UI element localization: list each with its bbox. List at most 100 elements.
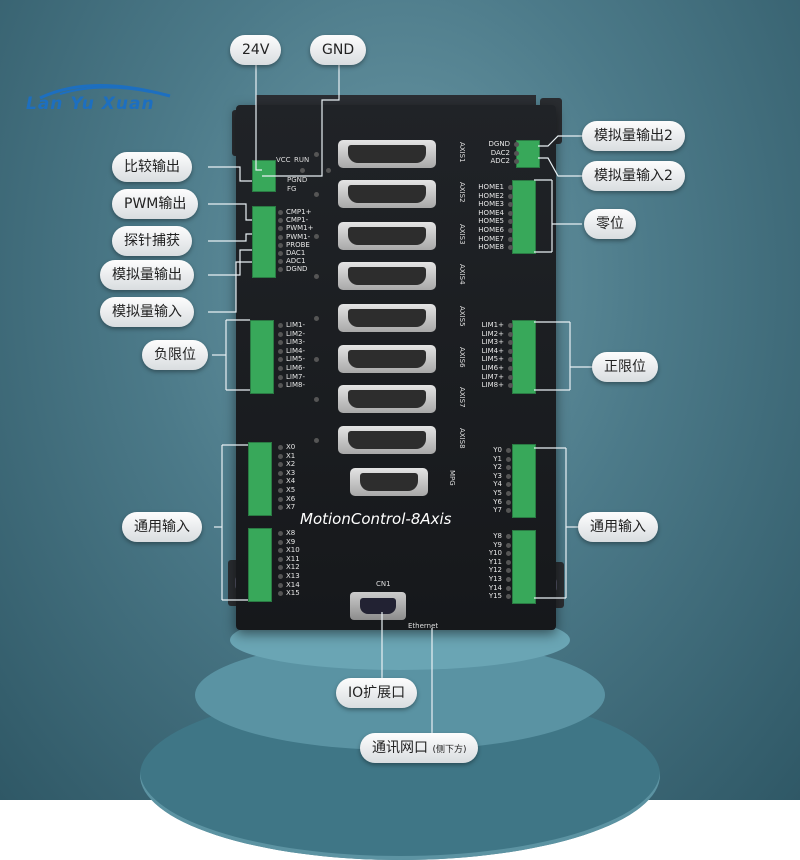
callout-probe-capture: 探针捕获 bbox=[112, 226, 192, 256]
pin-led bbox=[278, 488, 283, 493]
pin-label: X12 bbox=[286, 563, 300, 572]
x-input-terminal-a bbox=[248, 442, 272, 516]
axis-connector[interactable] bbox=[338, 304, 436, 332]
pin-led bbox=[508, 374, 513, 380]
callout-lines bbox=[208, 64, 592, 738]
pin-led bbox=[508, 228, 513, 233]
pin-label: LIM3- bbox=[286, 338, 305, 347]
pin-led bbox=[508, 340, 513, 346]
pin-label: LIM6- bbox=[286, 364, 305, 372]
pin-led bbox=[278, 374, 283, 380]
pin-label: DAC1 bbox=[286, 249, 306, 257]
callout-analog-input: 模拟量输入 bbox=[100, 297, 194, 327]
cn1-io-port[interactable] bbox=[350, 592, 406, 620]
logo-text: Lan Yu Xuan bbox=[26, 94, 155, 114]
pin-label: Y5 bbox=[493, 489, 502, 497]
pin-led bbox=[278, 323, 283, 328]
axis-connector[interactable] bbox=[338, 262, 436, 290]
pin-label: LIM1- bbox=[286, 321, 305, 329]
pin-led bbox=[506, 568, 511, 574]
pin-led bbox=[278, 556, 283, 562]
callout-positive-limit: 正限位 bbox=[592, 352, 658, 382]
pin-label: X6 bbox=[286, 494, 296, 503]
pin-led bbox=[514, 159, 519, 164]
status-led bbox=[326, 168, 331, 173]
pin-led bbox=[506, 542, 511, 548]
logo-swoosh-icon bbox=[39, 84, 171, 100]
pin-led bbox=[506, 491, 511, 496]
pin-label: DGND bbox=[488, 140, 510, 148]
pin-label: Y4 bbox=[493, 480, 502, 489]
pin-label: LIM2- bbox=[286, 329, 305, 338]
pin-label: Y8 bbox=[493, 532, 502, 540]
pin-led bbox=[278, 226, 283, 232]
pin-label: Y1 bbox=[493, 454, 502, 463]
pin-label: HOME3 bbox=[478, 200, 504, 209]
brand-logo: Lan Yu Xuan bbox=[20, 80, 180, 120]
pin-label: X4 bbox=[286, 477, 296, 486]
neg-limit-terminal bbox=[250, 320, 274, 394]
pin-led bbox=[278, 462, 283, 468]
pin-label: PWM1+ bbox=[286, 224, 314, 233]
axis-led bbox=[314, 397, 319, 402]
pin-led bbox=[508, 245, 513, 251]
pin-label: LIM7- bbox=[286, 372, 305, 381]
pin-label: HOME8 bbox=[478, 243, 504, 252]
pin-label: Y14 bbox=[488, 583, 502, 592]
callout-analog-output: 模拟量输出 bbox=[100, 260, 194, 290]
axis-connector[interactable] bbox=[338, 345, 436, 373]
pin-led bbox=[506, 551, 511, 557]
callout-24v: 24V bbox=[230, 35, 282, 65]
pin-label: X10 bbox=[286, 546, 300, 555]
pin-label: Y12 bbox=[488, 566, 502, 575]
pin-label: PROBE bbox=[286, 240, 310, 249]
pin-label: DGND bbox=[286, 265, 308, 274]
axis-connector[interactable] bbox=[338, 222, 436, 250]
pin-label: X15 bbox=[286, 589, 300, 598]
y-input-terminal-b bbox=[512, 530, 536, 604]
pin-label: LIM7+ bbox=[481, 372, 504, 381]
pin-label: VCC bbox=[276, 156, 291, 164]
pin-led bbox=[514, 142, 519, 147]
pin-label: Y10 bbox=[488, 549, 502, 558]
pin-led bbox=[278, 470, 283, 476]
pin-label: CMP1+ bbox=[286, 208, 312, 216]
pin-led bbox=[508, 210, 513, 216]
pin-label: Y6 bbox=[493, 497, 502, 506]
axis-led bbox=[314, 316, 319, 321]
pin-led bbox=[278, 267, 283, 273]
pin-led bbox=[278, 548, 283, 554]
pos-limit-terminal bbox=[512, 320, 536, 394]
pin-label: LIM4+ bbox=[481, 346, 504, 355]
pin-label: LIM3+ bbox=[481, 338, 504, 347]
axis-connector[interactable] bbox=[338, 426, 436, 454]
pin-label: LIM8+ bbox=[481, 381, 504, 390]
pin-label: LIM4- bbox=[286, 346, 305, 355]
axis-connector[interactable] bbox=[338, 180, 436, 208]
pin-label: FG bbox=[287, 185, 297, 193]
pin-led bbox=[506, 482, 511, 488]
axis-connector[interactable] bbox=[338, 385, 436, 413]
home-terminal bbox=[512, 180, 536, 254]
pin-led bbox=[278, 218, 283, 224]
pin-label: X3 bbox=[286, 468, 296, 477]
pin-label: PWM1- bbox=[286, 232, 311, 241]
pin-label: LIM5- bbox=[286, 355, 305, 364]
pin-label: PGND bbox=[287, 176, 308, 184]
pin-led bbox=[278, 242, 283, 248]
pin-led bbox=[508, 357, 513, 363]
pin-led bbox=[506, 448, 511, 453]
axis-connector[interactable] bbox=[338, 140, 436, 168]
pin-label: X5 bbox=[286, 486, 296, 494]
mpg-connector[interactable] bbox=[350, 468, 428, 496]
pin-led bbox=[278, 539, 283, 545]
pin-label: LIM6+ bbox=[481, 364, 504, 372]
pin-label: HOME5 bbox=[478, 217, 504, 226]
pin-led bbox=[508, 193, 513, 199]
callout-comm-port: 通讯网口 (侧下方) bbox=[360, 733, 479, 763]
pin-led bbox=[506, 499, 511, 505]
pin-led bbox=[506, 456, 511, 462]
pin-led bbox=[278, 531, 283, 536]
pin-label: X2 bbox=[286, 460, 296, 469]
pin-label: LIM5+ bbox=[481, 355, 504, 364]
